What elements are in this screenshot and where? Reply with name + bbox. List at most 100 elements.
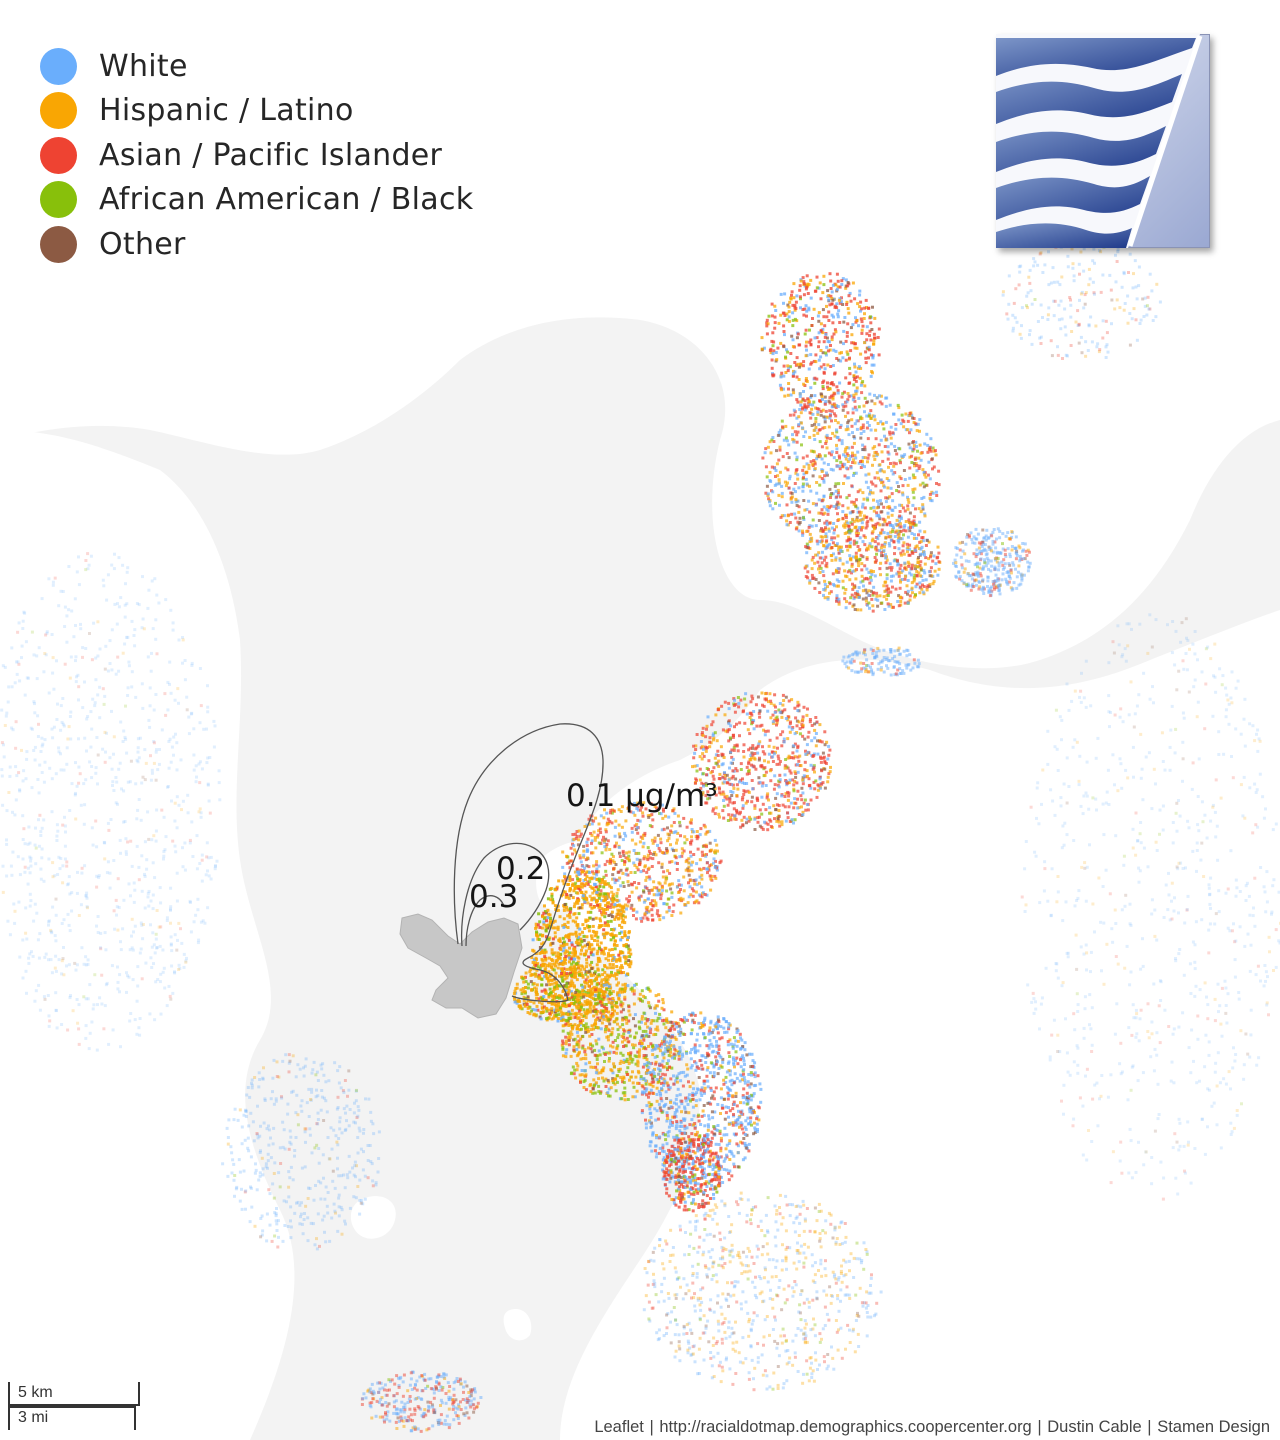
population-dot [680, 847, 684, 851]
population-dot [553, 926, 557, 930]
population-dot [892, 412, 896, 416]
population-dot [857, 548, 861, 552]
population-dot [897, 490, 901, 494]
population-dot [854, 320, 858, 324]
population-dot [867, 356, 870, 360]
population-dot [863, 456, 867, 460]
population-dot [570, 992, 574, 996]
population-dot [907, 553, 911, 557]
population-dot [932, 465, 936, 469]
population-dot [873, 336, 877, 340]
population-dot [554, 960, 558, 964]
population-dot [797, 505, 801, 509]
population-dot [769, 825, 773, 828]
population-dot [828, 348, 832, 352]
population-dot [636, 801, 640, 805]
population-dot [861, 502, 865, 506]
population-dot [861, 579, 865, 583]
population-dot [549, 887, 553, 890]
population-dot [647, 866, 651, 870]
population-dot [718, 791, 722, 795]
population-dot [555, 985, 558, 989]
population-dot [889, 486, 893, 490]
population-dot [571, 951, 574, 955]
population-dot [840, 351, 843, 355]
population-dot [821, 781, 825, 785]
population-dot [584, 882, 588, 886]
population-dot [769, 811, 773, 815]
population-dot [803, 403, 807, 407]
population-dot [991, 550, 995, 554]
population-dot [584, 972, 588, 976]
population-dot [544, 991, 548, 995]
population-dot [859, 366, 863, 370]
population-dot [802, 390, 805, 393]
population-dot [594, 869, 598, 873]
population-dot [854, 551, 858, 555]
population-dot [867, 453, 871, 457]
population-dot [604, 892, 608, 896]
population-dot [578, 1023, 582, 1027]
population-dot [880, 481, 883, 485]
population-dot [695, 733, 699, 736]
population-dot [774, 351, 778, 354]
population-dot [856, 592, 860, 596]
population-dot [992, 585, 996, 589]
population-dot [828, 387, 832, 391]
population-dot [785, 519, 789, 523]
population-dot [823, 454, 827, 458]
population-dot [906, 592, 909, 596]
population-dot [670, 895, 674, 899]
population-dot [836, 391, 840, 395]
population-dot [583, 825, 587, 828]
population-dot [563, 943, 566, 947]
population-dot [822, 340, 826, 344]
population-dot [542, 995, 546, 998]
population-dot [676, 814, 680, 818]
population-dot [898, 503, 902, 507]
population-dot [523, 1003, 527, 1007]
population-dot [854, 456, 858, 460]
population-dot [865, 515, 869, 519]
population-dot [575, 916, 579, 920]
population-dot [911, 488, 915, 492]
population-dot [821, 385, 825, 388]
population-dot [822, 480, 826, 484]
population-dot [903, 601, 907, 605]
population-dot [664, 814, 667, 818]
population-dot [625, 907, 628, 911]
population-dot [782, 514, 786, 518]
population-dot [608, 989, 612, 993]
population-dot [983, 561, 987, 565]
population-dot [575, 962, 579, 965]
population-dot [815, 275, 819, 279]
population-dot [790, 290, 794, 294]
population-dot [595, 952, 599, 956]
population-dot [780, 484, 784, 488]
population-dot [618, 966, 622, 970]
population-dot [692, 830, 696, 834]
population-dot [821, 550, 824, 554]
population-dot [981, 586, 985, 590]
population-dot [773, 693, 777, 697]
population-dot [925, 432, 929, 436]
population-dot [624, 961, 628, 965]
population-dot [563, 1002, 567, 1006]
population-dot [826, 757, 830, 761]
population-dot [540, 971, 544, 974]
population-dot [895, 572, 899, 576]
population-dot [648, 856, 652, 860]
population-dot [907, 562, 911, 566]
population-dot [571, 970, 574, 974]
population-dot [592, 896, 596, 900]
population-dot [586, 880, 590, 884]
population-dot [687, 865, 691, 869]
population-dot [607, 952, 610, 956]
population-dot [801, 406, 805, 410]
population-dot [967, 574, 971, 578]
population-dot [563, 977, 567, 981]
population-dot [987, 545, 991, 549]
population-dot [626, 873, 630, 877]
population-dot [872, 339, 876, 343]
population-dot [801, 718, 805, 722]
